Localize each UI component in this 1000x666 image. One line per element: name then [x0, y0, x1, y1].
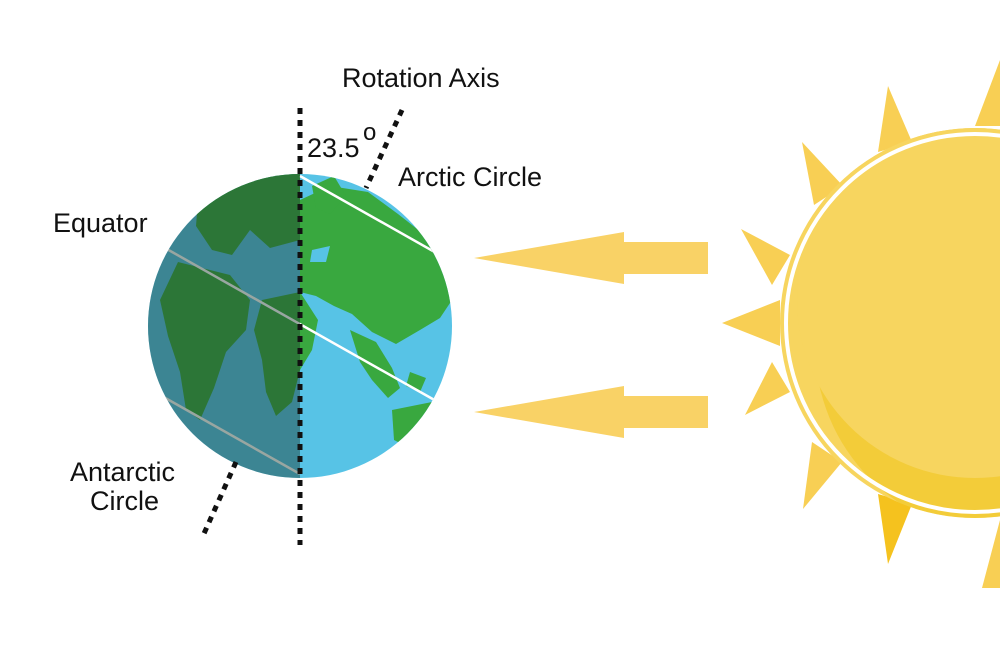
sunlight-arrow-upper — [474, 232, 708, 284]
arctic-circle-line — [299, 174, 441, 257]
rotation-axis-label: Rotation Axis — [342, 63, 500, 93]
tilt-angle-value: 23.5 — [307, 133, 360, 163]
night-side-shade — [148, 174, 300, 478]
rotation-axis-bottom — [199, 460, 239, 540]
rotation-axis-top — [363, 108, 405, 190]
arctic-circle-label: Arctic Circle — [398, 162, 542, 192]
sun-icon — [722, 60, 1000, 588]
equator-label: Equator — [53, 208, 148, 238]
sunlight-arrow-lower — [474, 386, 708, 438]
sun-highlight — [797, 128, 1000, 478]
sunlight-arrow-icon — [474, 232, 708, 438]
earth-globe-icon — [148, 174, 452, 478]
tilt-angle-degree-symbol: o — [363, 119, 376, 146]
antarctic-circle-line — [159, 393, 301, 476]
sun-outline — [784, 132, 1000, 514]
antarctic-circle-label-line2: Circle — [90, 486, 159, 516]
antarctic-circle-label-line1: Antarctic — [70, 457, 175, 487]
sun-rays — [722, 60, 1000, 588]
